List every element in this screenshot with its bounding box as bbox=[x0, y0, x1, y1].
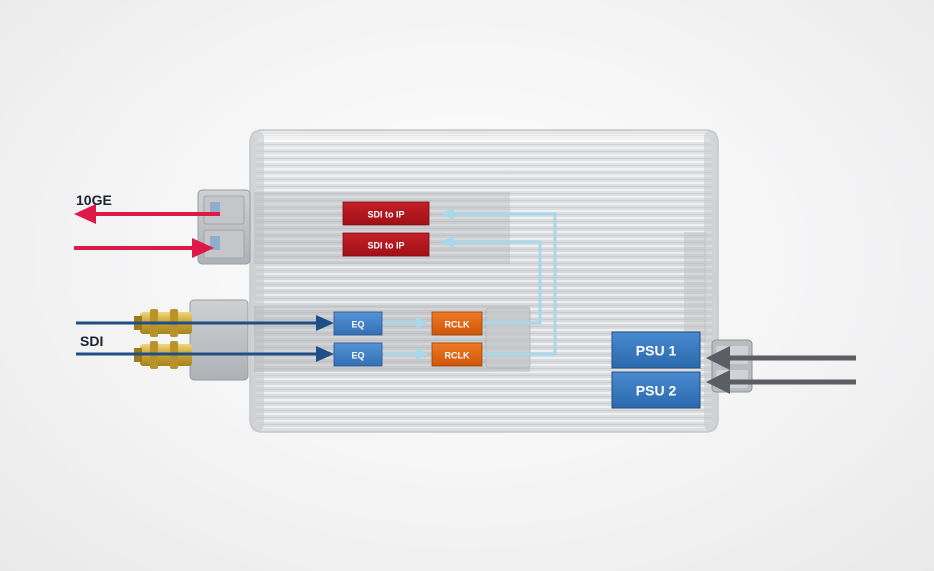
eq-block-1: EQ bbox=[333, 311, 383, 336]
sdi-to-ip-block-1: SDI to IP bbox=[342, 201, 430, 226]
label-10ge: 10GE bbox=[76, 192, 112, 208]
psu-zone bbox=[684, 232, 706, 342]
sdi-arrows bbox=[76, 315, 334, 362]
sdi-to-ip-label-2: SDI to IP bbox=[367, 241, 404, 251]
rclk-block-2: RCLK bbox=[431, 342, 483, 367]
10ge-arrows bbox=[74, 204, 220, 258]
rclk-label-1: RCLK bbox=[445, 320, 470, 330]
psu-label-2: PSU 2 bbox=[636, 383, 677, 399]
power-arrows bbox=[706, 346, 856, 394]
eq-label-1: EQ bbox=[351, 320, 364, 330]
psu-block-2: PSU 2 bbox=[611, 371, 701, 409]
sfp-cage-icon bbox=[197, 189, 251, 265]
rclk-connector bbox=[485, 307, 531, 369]
sdi-to-ip-label-1: SDI to IP bbox=[367, 210, 404, 220]
psu-label-1: PSU 1 bbox=[636, 343, 677, 359]
signal-zone bbox=[254, 306, 530, 372]
sdi-to-ip-block-2: SDI to IP bbox=[342, 232, 430, 257]
signal-arrowheads bbox=[416, 208, 454, 360]
psu-block-1: PSU 1 bbox=[611, 331, 701, 369]
rclk-block-1: RCLK bbox=[431, 311, 483, 336]
eq-block-2: EQ bbox=[333, 342, 383, 367]
eq-label-2: EQ bbox=[351, 351, 364, 361]
rclk-label-2: RCLK bbox=[445, 351, 470, 361]
label-sdi: SDI bbox=[80, 333, 103, 349]
sdi-module bbox=[189, 299, 249, 381]
signal-path bbox=[384, 212, 557, 356]
